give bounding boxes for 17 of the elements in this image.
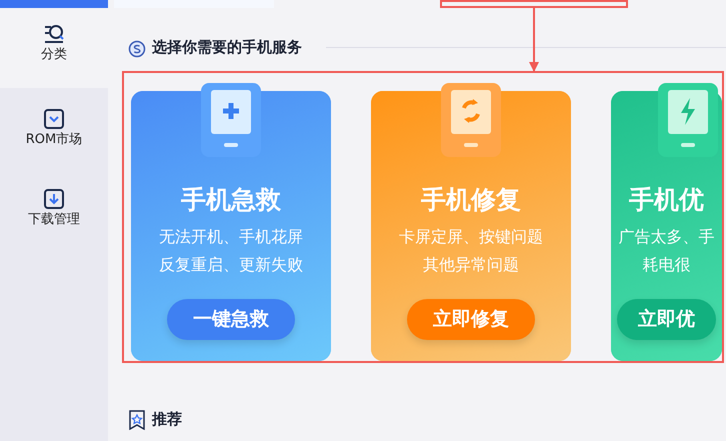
card-description: 无法开机、手机花屏反复重启、更新失败 bbox=[158, 226, 304, 276]
section-heading: 推荐 bbox=[152, 410, 182, 429]
action-button: 立即修复 bbox=[407, 299, 535, 340]
card-title: 手机急救 bbox=[180, 184, 282, 216]
annotation-box bbox=[440, 0, 628, 8]
menu-item-label: 分类 bbox=[40, 46, 68, 63]
card-description: 广告太多、手耗电很 bbox=[618, 226, 716, 276]
card-title: 手机优 bbox=[628, 184, 705, 216]
menu-item-label: ROM市场 bbox=[24, 131, 84, 148]
card-title: 手机修复 bbox=[420, 184, 522, 216]
arrow bbox=[529, 8, 539, 72]
action-button: 立即优 bbox=[617, 299, 716, 340]
card-description: 卡屏定屏、按键问题其他异常问题 bbox=[398, 226, 544, 276]
menu-item-label: 下载管理 bbox=[27, 211, 81, 228]
action-button: 一键急救 bbox=[167, 299, 295, 340]
highlight-frame bbox=[122, 71, 724, 363]
section-heading: 选择你需要的手机服务 bbox=[152, 38, 302, 57]
